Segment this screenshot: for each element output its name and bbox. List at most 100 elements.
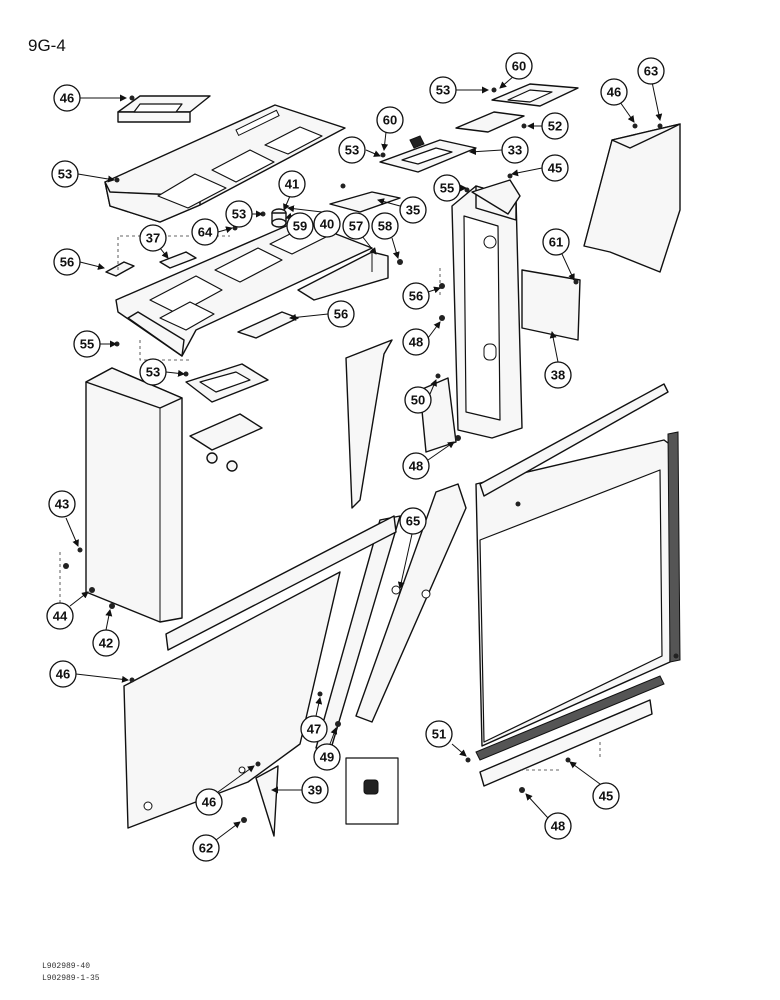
svg-text:52: 52 [548, 119, 562, 134]
svg-text:53: 53 [436, 83, 450, 98]
svg-text:56: 56 [60, 255, 74, 270]
svg-text:55: 55 [80, 337, 94, 352]
part-57-bracket [297, 251, 389, 301]
part-41-knob [271, 208, 287, 228]
callout-47: 47 [300, 715, 328, 743]
callout-46: 46 [53, 84, 81, 112]
callout-59: 59 [286, 212, 314, 240]
callout-41: 41 [278, 170, 306, 198]
main-console-column [451, 179, 523, 439]
svg-text:51: 51 [432, 727, 446, 742]
svg-text:47: 47 [307, 722, 321, 737]
callout-33: 33 [501, 136, 529, 164]
top-small-bracket [117, 95, 211, 123]
callout-48: 48 [402, 452, 430, 480]
callout-49: 49 [313, 743, 341, 771]
svg-text:62: 62 [199, 841, 213, 856]
svg-text:53: 53 [146, 365, 160, 380]
callouts: 46 53 60 53 52 63 46 60 53 33 45 55 [46, 52, 665, 862]
callout-61: 61 [542, 228, 570, 256]
svg-text:60: 60 [383, 113, 397, 128]
svg-text:64: 64 [198, 225, 213, 240]
svg-text:39: 39 [308, 783, 322, 798]
svg-text:40: 40 [320, 217, 334, 232]
callout-43: 43 [48, 490, 76, 518]
callout-56: 56 [402, 282, 430, 310]
callout-50: 50 [404, 386, 432, 414]
svg-text:56: 56 [409, 289, 423, 304]
svg-text:53: 53 [58, 167, 72, 182]
callout-52: 52 [541, 112, 569, 140]
callout-51: 51 [425, 720, 453, 748]
svg-text:35: 35 [406, 203, 420, 218]
callout-56: 56 [53, 248, 81, 276]
callout-53: 53 [51, 160, 79, 188]
svg-text:46: 46 [202, 795, 216, 810]
callout-45: 45 [541, 154, 569, 182]
svg-text:46: 46 [607, 85, 621, 100]
svg-text:46: 46 [56, 667, 70, 682]
part-bracket-with-knob [189, 413, 263, 472]
callout-53: 53 [429, 76, 457, 104]
svg-text:61: 61 [549, 235, 563, 250]
callout-48: 48 [544, 812, 572, 840]
side-bracket-triangle [345, 339, 393, 509]
part-38-side-flap [521, 269, 581, 341]
svg-text:38: 38 [551, 368, 565, 383]
footer-ref-1: L902989-40 [42, 962, 91, 971]
part-35-tray [329, 191, 401, 213]
callout-40: 40 [313, 210, 341, 238]
callout-55: 55 [73, 330, 101, 358]
callout-35: 35 [399, 196, 427, 224]
svg-text:59: 59 [293, 219, 307, 234]
svg-text:33: 33 [508, 143, 522, 158]
callout-44: 44 [46, 602, 74, 630]
footer-ref-2: L902989-1-35 [42, 974, 100, 983]
callout-53: 53 [338, 136, 366, 164]
svg-text:49: 49 [320, 750, 334, 765]
svg-text:58: 58 [378, 219, 392, 234]
callout-64: 64 [191, 218, 219, 246]
svg-text:53: 53 [232, 207, 246, 222]
svg-text:46: 46 [60, 91, 74, 106]
svg-text:48: 48 [551, 819, 565, 834]
svg-text:50: 50 [411, 393, 425, 408]
upper-floor-plate [104, 104, 346, 223]
top-angle-rail [479, 383, 669, 497]
callout-48: 48 [402, 328, 430, 356]
svg-text:53: 53 [345, 143, 359, 158]
svg-text:56: 56 [334, 307, 348, 322]
callout-42: 42 [92, 629, 120, 657]
part-65-panel [355, 483, 467, 723]
callout-55: 55 [433, 174, 461, 202]
part-56-bracket [237, 311, 299, 339]
callout-57: 57 [342, 212, 370, 240]
lower-floor-plate [115, 219, 373, 357]
right-seal-strip [667, 431, 681, 663]
part-52-plate [455, 111, 525, 133]
svg-text:42: 42 [99, 636, 113, 651]
svg-text:57: 57 [349, 219, 363, 234]
callout-45: 45 [592, 782, 620, 810]
callout-65: 65 [399, 507, 427, 535]
part-33-cutout [401, 147, 453, 165]
part-46-large-panel [123, 571, 341, 829]
part-63-side-panel [583, 123, 681, 273]
svg-text:48: 48 [409, 335, 423, 350]
svg-text:45: 45 [548, 161, 562, 176]
svg-text:63: 63 [644, 64, 658, 79]
left-rear-panel [85, 367, 183, 623]
callout-38: 38 [544, 361, 572, 389]
callout-60: 60 [376, 106, 404, 134]
part-53-tray-inner [199, 371, 251, 393]
bottom-angle-rail [479, 699, 653, 787]
callout-39: 39 [301, 776, 329, 804]
svg-text:48: 48 [409, 459, 423, 474]
callout-46: 46 [49, 660, 77, 688]
svg-text:37: 37 [146, 231, 160, 246]
callout-46: 46 [600, 78, 628, 106]
bottom-seal-strip [475, 675, 665, 761]
svg-text:65: 65 [406, 514, 420, 529]
svg-text:55: 55 [440, 181, 454, 196]
callout-62: 62 [192, 834, 220, 862]
